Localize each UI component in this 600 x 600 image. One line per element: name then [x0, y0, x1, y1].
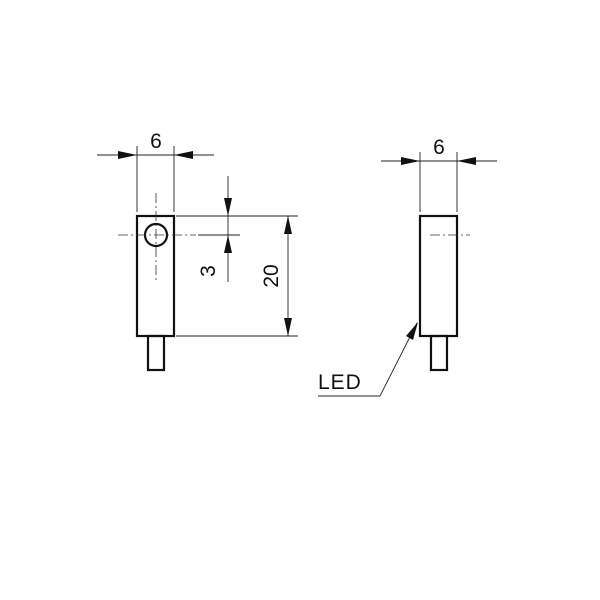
front-width-dimension: 6 — [97, 130, 214, 212]
side-cable — [429, 334, 449, 372]
front-view — [118, 193, 196, 372]
front-cable — [146, 334, 166, 372]
front-width-value: 6 — [150, 130, 162, 153]
led-label: LED — [318, 371, 362, 394]
side-width-value: 6 — [433, 136, 445, 159]
front-sensor-body — [135, 214, 176, 338]
side-sensor-body — [418, 214, 459, 338]
side-width-dimension: 6 — [381, 136, 497, 212]
led-callout: LED — [318, 322, 418, 397]
body-length-value: 20 — [260, 264, 283, 287]
body-length-dimension: 20 — [176, 215, 298, 337]
hole-offset-dimension: 3 — [176, 176, 240, 282]
side-view — [418, 214, 470, 372]
hole-offset-value: 3 — [197, 265, 220, 277]
